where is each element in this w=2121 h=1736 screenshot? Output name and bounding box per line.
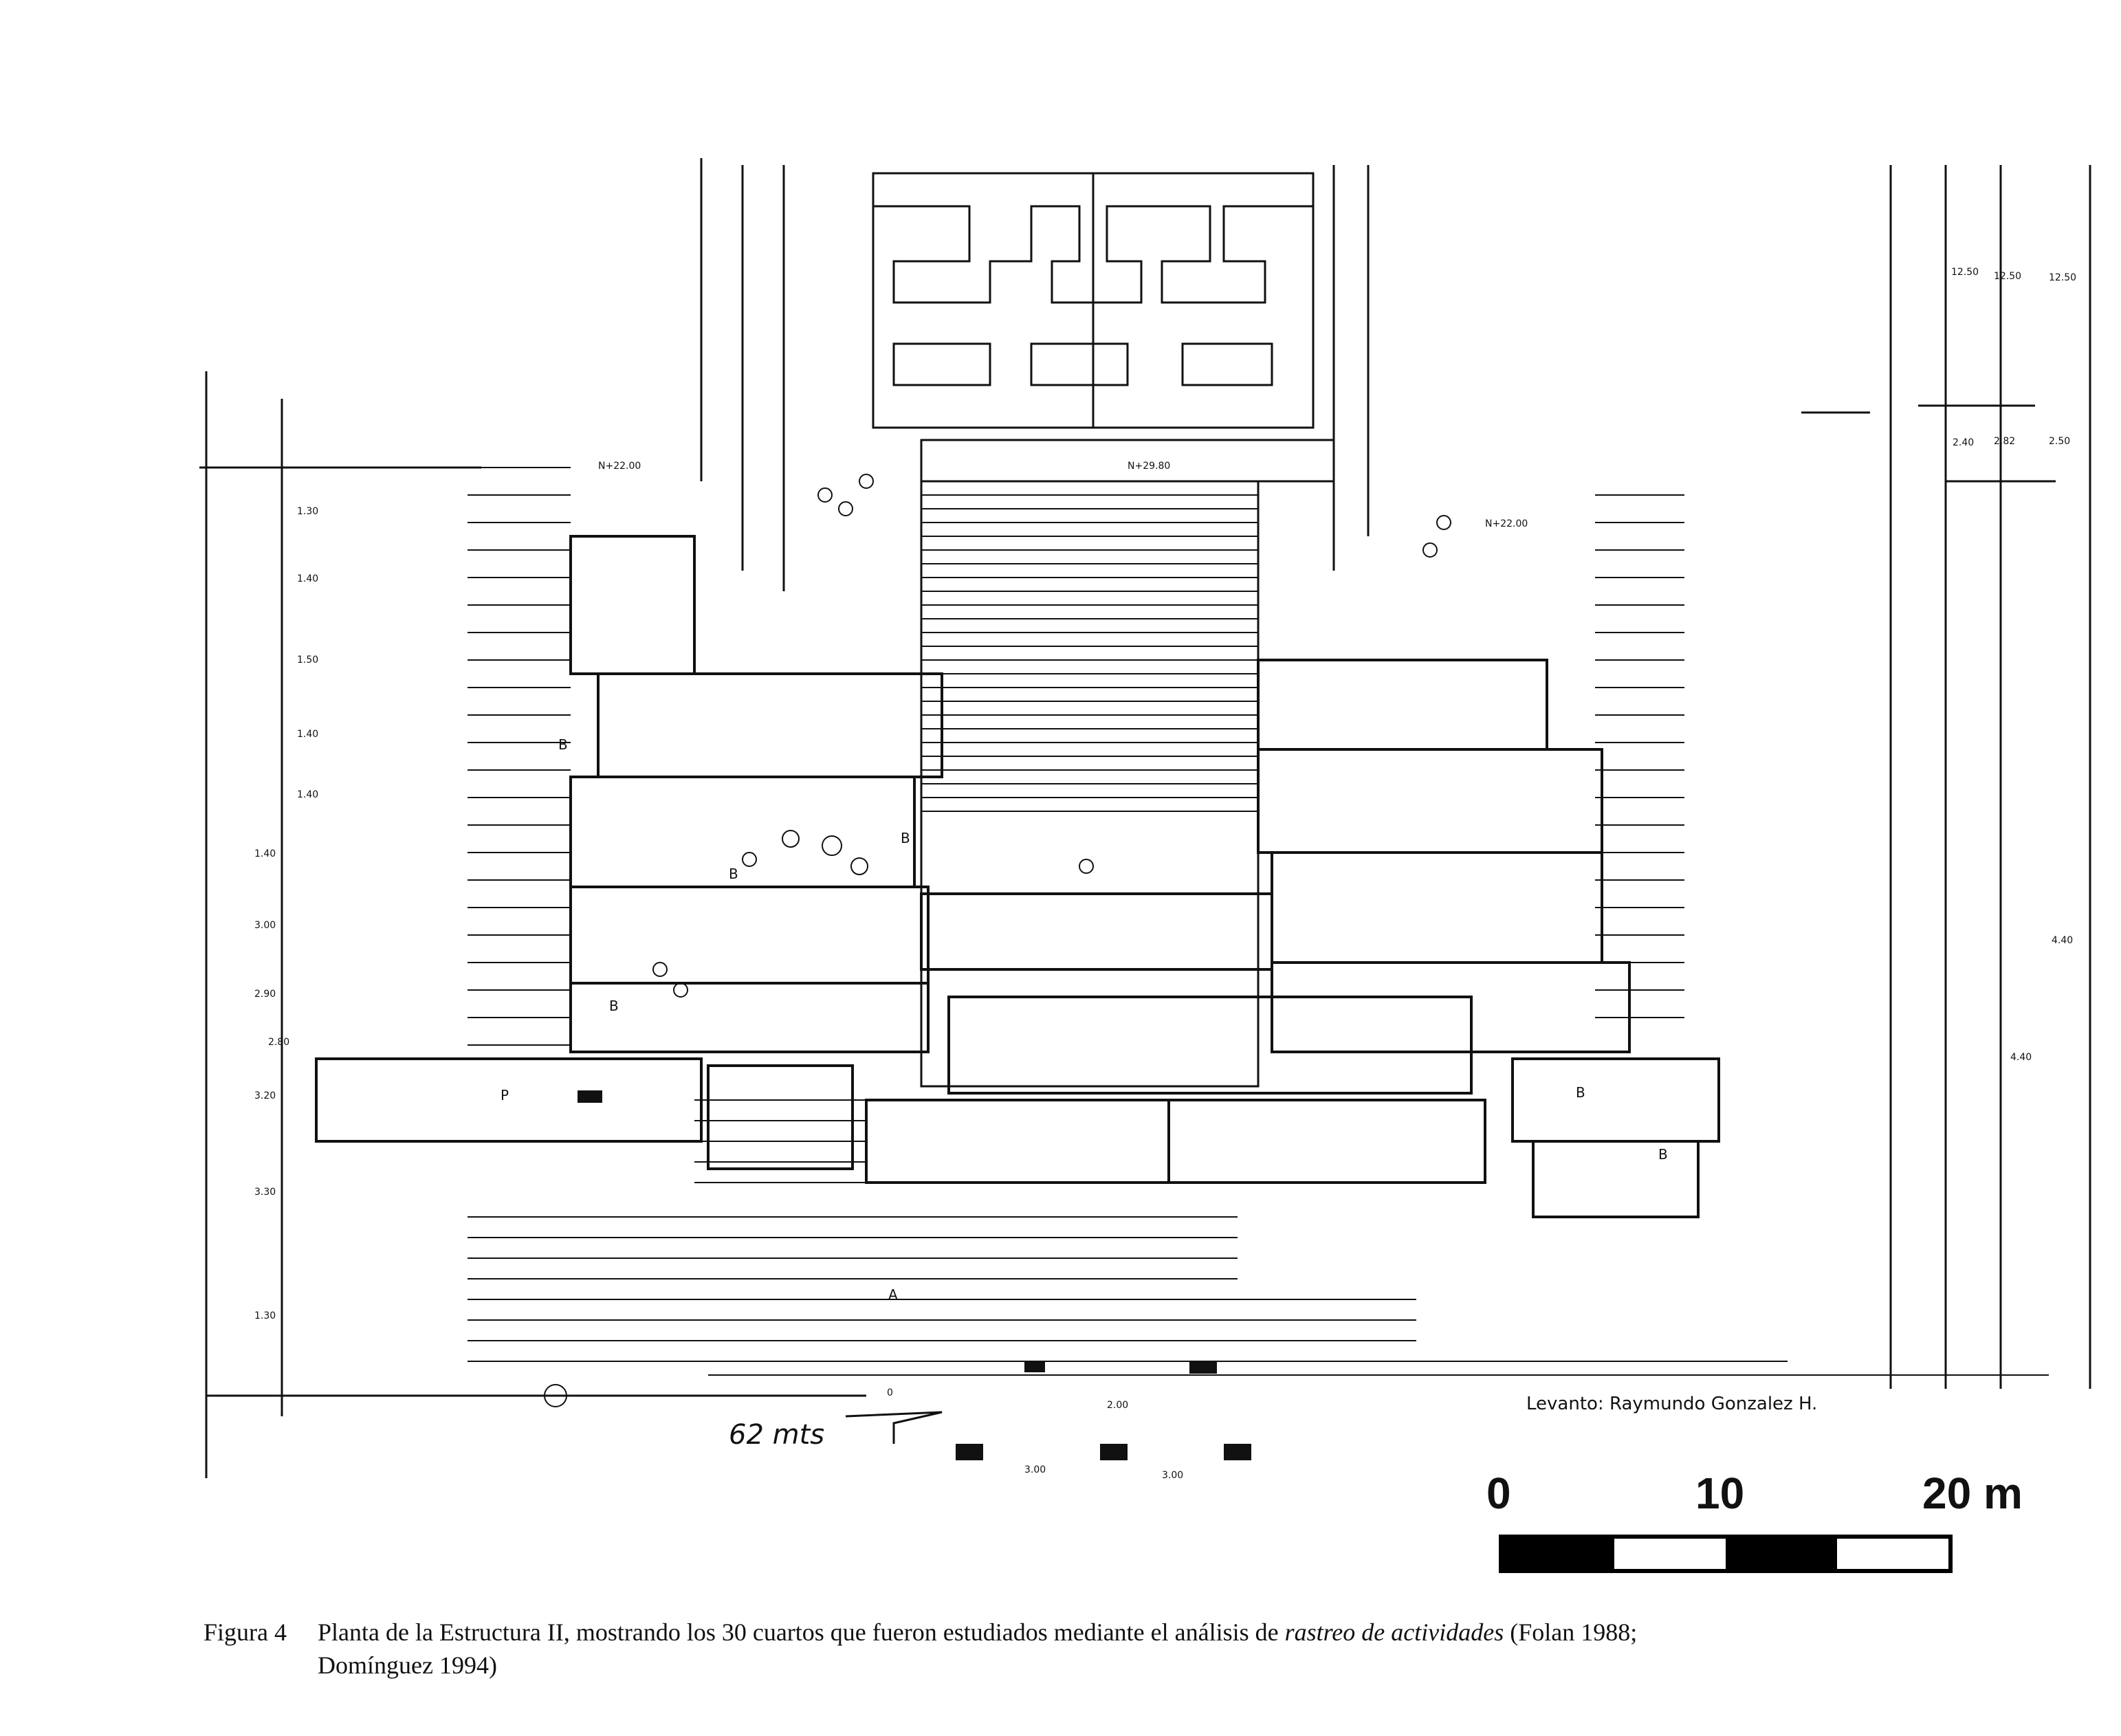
right-elev: 12.50	[1951, 267, 1979, 278]
left-elev: 3.00	[254, 920, 276, 931]
left-elev: 1.30	[297, 506, 318, 517]
scale-bar	[1499, 1535, 1953, 1573]
bottom-label: 3.00	[1162, 1470, 1183, 1481]
left-elev: 1.40	[297, 573, 318, 584]
scale-segment	[1726, 1539, 1837, 1569]
bottom-label: 2.00	[1107, 1400, 1128, 1411]
handwritten-length: 62 mts	[729, 1419, 824, 1451]
right-total: 4.40	[2052, 935, 2073, 946]
caption-citation: (Folan 1988; Domínguez 1994)	[318, 1618, 1638, 1679]
bottom-label: 3.00	[1024, 1464, 1046, 1475]
room-letter: P	[501, 1087, 509, 1103]
top-label: N+22.00	[598, 461, 641, 472]
left-elev: 2.80	[268, 1037, 289, 1048]
caption-number: Figura 4	[204, 1618, 287, 1646]
scale-segment	[1503, 1539, 1614, 1569]
left-elev: 1.50	[297, 655, 318, 666]
right-elev: 2.82	[1994, 436, 2015, 447]
room-letter: B	[901, 830, 910, 846]
surveyor-credit: Levanto: Raymundo Gonzalez H.	[1526, 1394, 1817, 1414]
left-elev: 1.40	[297, 789, 318, 800]
bottom-label: 0	[887, 1387, 893, 1398]
top-label: N+29.80	[1128, 461, 1170, 472]
caption-italic: rastreo de actividades	[1284, 1618, 1504, 1646]
left-elev: 1.40	[254, 848, 276, 859]
scale-segment	[1837, 1539, 1948, 1569]
scale-segment	[1614, 1539, 1726, 1569]
scale-label-0: 0	[1486, 1469, 1511, 1518]
left-elev: 1.40	[297, 729, 318, 740]
right-total: 4.40	[2010, 1052, 2032, 1063]
room-letter: B	[1658, 1146, 1668, 1163]
top-label: N+22.00	[1485, 518, 1528, 529]
caption-main: Planta de la Estructura II, mostrando lo…	[318, 1618, 1285, 1646]
left-elev: 3.30	[254, 1187, 276, 1198]
right-elev: 12.50	[2049, 272, 2076, 283]
scale-label-20: 20 m	[1922, 1469, 2023, 1518]
left-elev: 2.90	[254, 989, 276, 1000]
room-letter: A	[888, 1286, 898, 1303]
caption-text: Planta de la Estructura II, mostrando lo…	[318, 1616, 1734, 1682]
room-letter: B	[1576, 1084, 1585, 1101]
room-letter: B	[558, 736, 568, 753]
left-elev: 3.20	[254, 1090, 276, 1101]
right-elev: 2.40	[1953, 437, 1974, 448]
scale-label-10: 10	[1695, 1469, 1745, 1518]
left-elev: 1.30	[254, 1310, 276, 1321]
right-elev: 12.50	[1994, 271, 2021, 282]
right-elev: 2.50	[2049, 436, 2070, 447]
room-letter: B	[609, 998, 619, 1014]
room-letter: B	[729, 866, 738, 882]
